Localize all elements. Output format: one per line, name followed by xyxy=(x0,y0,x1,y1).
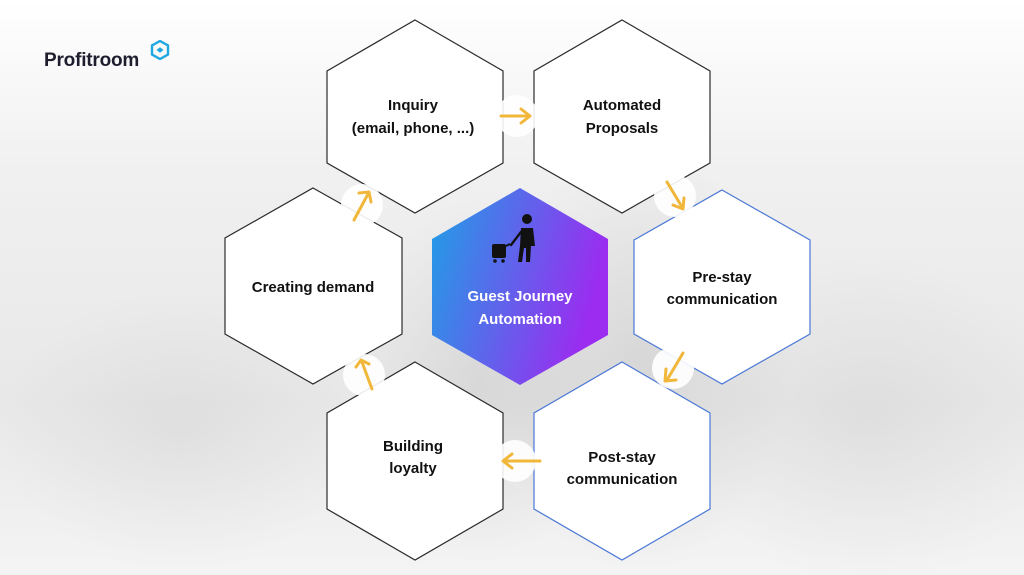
step-automated-proposals: Automated Proposals xyxy=(533,19,711,214)
center-title-line2: Automation xyxy=(478,311,561,328)
step-proposals-line1: Automated xyxy=(583,97,661,114)
step-post-stay-line2: communication xyxy=(567,471,678,488)
step-loyalty-line1: Building xyxy=(383,438,443,455)
step-pre-stay-line1: Pre-stay xyxy=(692,269,752,286)
step-post-stay: Post-stay communication xyxy=(533,361,711,561)
center-title-line1: Guest Journey xyxy=(467,288,573,305)
step-inquiry: Inquiry (email, phone, ...) xyxy=(326,19,504,214)
step-pre-stay-line2: communication xyxy=(667,291,778,308)
center-hexagon: Guest Journey Automation xyxy=(432,188,608,385)
brand-logo-icon xyxy=(150,40,170,60)
arrow-inquiry-to-proposals xyxy=(496,95,538,137)
arrow-post-stay-to-loyalty xyxy=(494,440,542,482)
arrow-pre-stay-to-post-stay xyxy=(652,347,694,389)
arrow-loyalty-to-demand xyxy=(343,354,385,396)
step-creating-demand: Creating demand xyxy=(224,187,403,385)
step-proposals-line2: Proposals xyxy=(586,120,659,137)
step-inquiry-line2: (email, phone, ...) xyxy=(352,120,475,137)
traveler-with-suitcase-icon xyxy=(492,214,535,263)
step-pre-stay: Pre-stay communication xyxy=(633,189,811,385)
arrow-proposals-to-pre-stay xyxy=(654,175,696,217)
step-demand-line1: Creating demand xyxy=(252,279,375,296)
step-building-loyalty: Building loyalty xyxy=(326,361,504,561)
step-loyalty-line2: loyalty xyxy=(389,460,437,477)
arrow-demand-to-inquiry xyxy=(341,184,383,226)
brand-logo-text: Profitroom xyxy=(44,50,140,71)
step-post-stay-line1: Post-stay xyxy=(588,449,656,466)
step-inquiry-line1: Inquiry xyxy=(388,97,439,114)
